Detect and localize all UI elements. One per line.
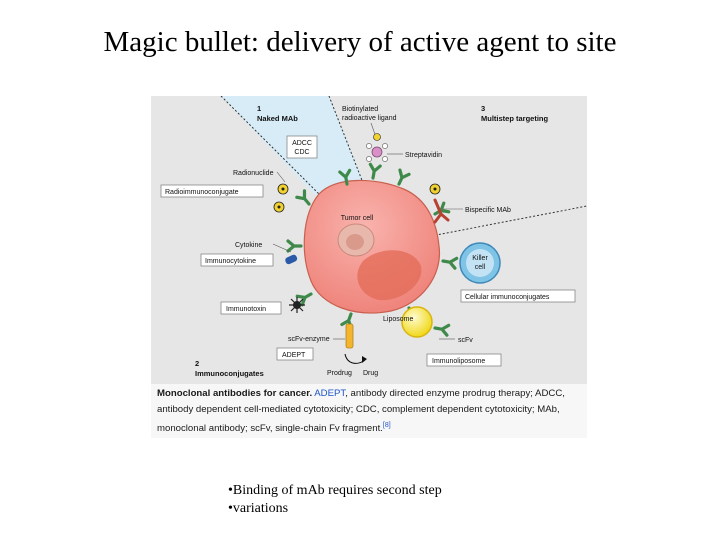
bispecific-mab-label: Bispecific MAb (465, 207, 511, 214)
immunotoxin-label: Immunotoxin (226, 306, 266, 313)
drug-label: Drug (363, 370, 378, 377)
toxin-icon (289, 297, 305, 313)
prodrug-label: Prodrug (327, 370, 352, 377)
cellular-immunoconjugates-label: Cellular immunoconjugates (465, 294, 550, 301)
immunoconjugates-title: Immunoconjugates (195, 369, 264, 378)
bullet-item: •Binding of mAb requires second step (228, 482, 442, 500)
caption-bold: Monoclonal antibodies for cancer. (157, 388, 312, 399)
liposome-label: Liposome (383, 316, 413, 323)
section-1-number: 1 (257, 104, 261, 113)
bullet-item: •variations (228, 500, 442, 518)
naked-mab-title: Naked MAb (257, 114, 298, 123)
adept-label: ADEPT (282, 352, 306, 359)
streptavidin-label: Streptavidin (405, 152, 442, 159)
biotinylated-label-line2: radioactive ligand (342, 115, 397, 122)
tumor-cell-label: Tumor cell (341, 215, 374, 222)
bullet-text: Binding of mAb requires second step (233, 483, 442, 498)
tumor-nucleolus (346, 234, 364, 250)
section-3-number: 3 (481, 104, 485, 113)
cytokine-label: Cytokine (235, 242, 262, 249)
antibody-figure: 1 Naked MAb 3 Multistep targeting 2 Immu… (151, 96, 587, 438)
multistep-title: Multistep targeting (481, 114, 549, 123)
caption-reference[interactable]: [8] (383, 422, 391, 429)
section-2-number: 2 (195, 359, 199, 368)
biotinylated-label-line1: Biotinylated (342, 106, 378, 113)
immunoliposome-label: Immunoliposome (432, 358, 485, 365)
killer-cell-label-line1: Killer (472, 255, 488, 262)
killer-cell-label-line2: cell (475, 264, 486, 271)
bullet-text: variations (233, 501, 288, 516)
figure-caption: Monoclonal antibodies for cancer. ADEPT,… (157, 386, 581, 437)
streptavidin-icon (372, 147, 382, 157)
slide-title: Magic bullet: delivery of active agent t… (0, 26, 720, 59)
adcc-label: ADCC (292, 140, 312, 147)
cdc-label: CDC (294, 149, 309, 156)
radionuclide-label: Radionuclide (233, 170, 274, 177)
caption-adept-link[interactable]: ADEPT (314, 388, 345, 399)
immunocytokine-label: Immunocytokine (205, 258, 256, 265)
bullet-list: •Binding of mAb requires second step •va… (228, 482, 442, 518)
enzyme-icon (346, 324, 353, 348)
scfv-label: scFv (458, 337, 473, 344)
radioimmunoconjugate-label: Radioimmunoconjugate (165, 189, 239, 196)
scfv-enzyme-label: scFv-enzyme (288, 336, 330, 343)
